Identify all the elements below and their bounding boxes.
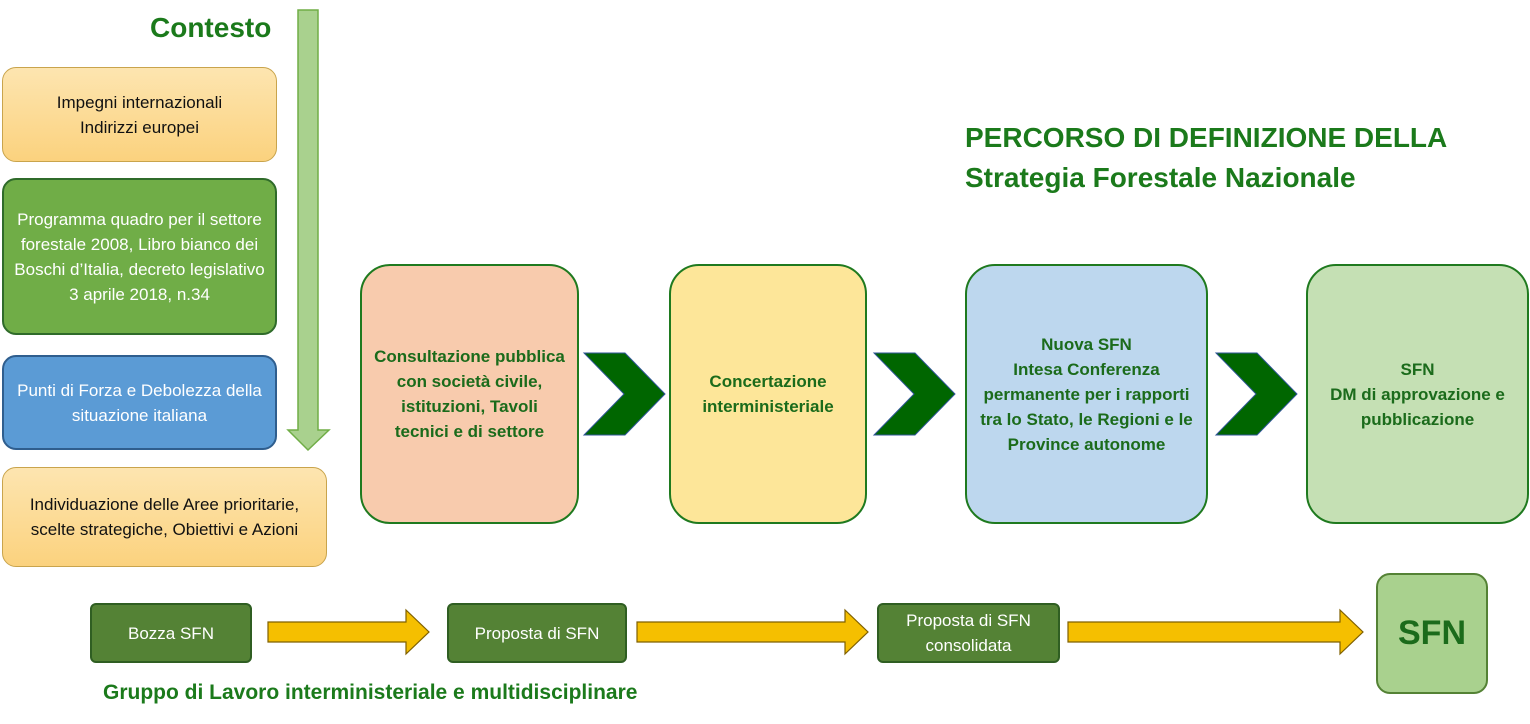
context-box-priorities: Individuazione delle Aree prioritarie, s… [2,467,327,567]
stage-bozza: Bozza SFN [90,603,252,663]
block-arrow-right-icon [1067,608,1364,656]
step-approval: SFN DM di approvazione e pubblicazione [1306,264,1529,524]
context-box-framework: Programma quadro per il settore forestal… [2,178,277,335]
stage-final-sfn: SFN [1376,573,1488,694]
chevron-right-icon [872,352,956,436]
step-agreement: Nuova SFN Intesa Conferenza permanente p… [965,264,1208,524]
block-arrow-right-icon [636,608,869,656]
block-arrow-right-icon [267,608,430,656]
stage-proposta-consolidata: Proposta di SFN consolidata [877,603,1060,663]
group-label: Gruppo di Lavoro interministeriale e mul… [103,681,638,704]
context-box-international: Impegni internazionali Indirizzi europei [2,67,277,162]
chevron-right-icon [582,352,666,436]
main-title: PERCORSO DI DEFINIZIONE DELLA Strategia … [965,122,1448,193]
step-consultation: Consultazione pubblica con società civil… [360,264,579,524]
down-arrow-icon [286,9,331,452]
stage-proposta: Proposta di SFN [447,603,627,663]
step-concertation: Concertazione interministeriale [669,264,867,524]
context-box-swot: Punti di Forza e Debolezza della situazi… [2,355,277,450]
chevron-right-icon [1214,352,1298,436]
context-title: Contesto [150,12,272,43]
